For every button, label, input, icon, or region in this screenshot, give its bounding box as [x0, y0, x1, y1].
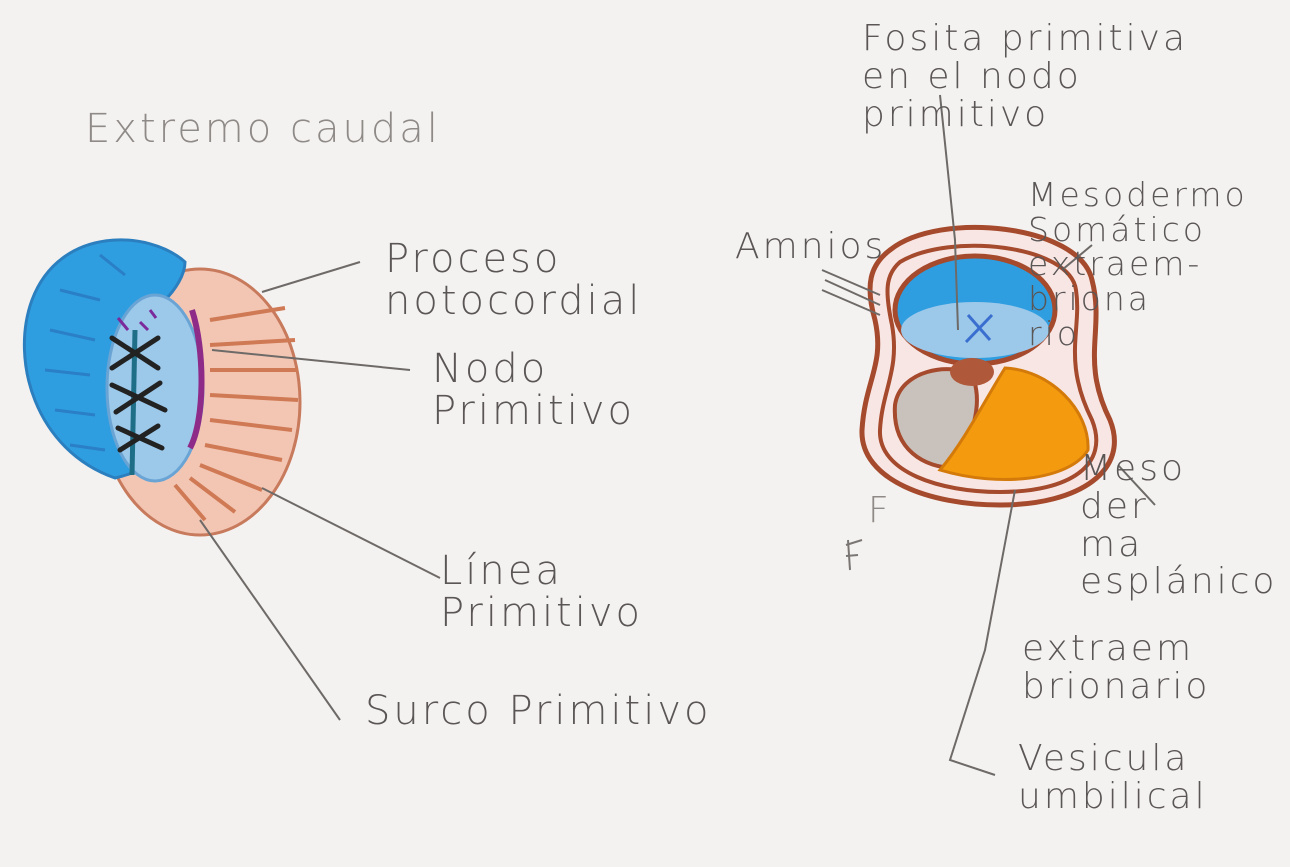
label-amnios: Amnios: [735, 228, 886, 266]
label-mesodermo-somatico: Mesodermo Somático extraem- briona rio: [1028, 178, 1248, 351]
label-surco-primitivo: Surco Primitivo: [365, 690, 711, 732]
label-proceso-notocordial: Proceso notocordial: [385, 238, 642, 322]
label-vesicula-umbilical: Vesicula umbilical: [1018, 740, 1208, 816]
mark-f: F: [868, 492, 892, 530]
label-fosita-primitiva: Fosita primitiva en el nodo primitivo: [862, 20, 1188, 133]
label-extraembrionario: extraem brionario: [1022, 630, 1210, 706]
title-caudal-end: Extremo caudal: [85, 108, 441, 150]
label-linea-primitiva: Línea Primitivo: [440, 550, 643, 634]
embryonic-disc-light: [901, 302, 1049, 358]
embryonic-disc-caudal: [24, 240, 440, 720]
label-mesodermo-esplacnico: Meso der ma esplánico: [1080, 450, 1277, 601]
small-f-mark: [846, 540, 862, 570]
label-nodo-primitivo: Nodo Primitivo: [432, 348, 635, 432]
connecting-stalk: [950, 358, 994, 386]
